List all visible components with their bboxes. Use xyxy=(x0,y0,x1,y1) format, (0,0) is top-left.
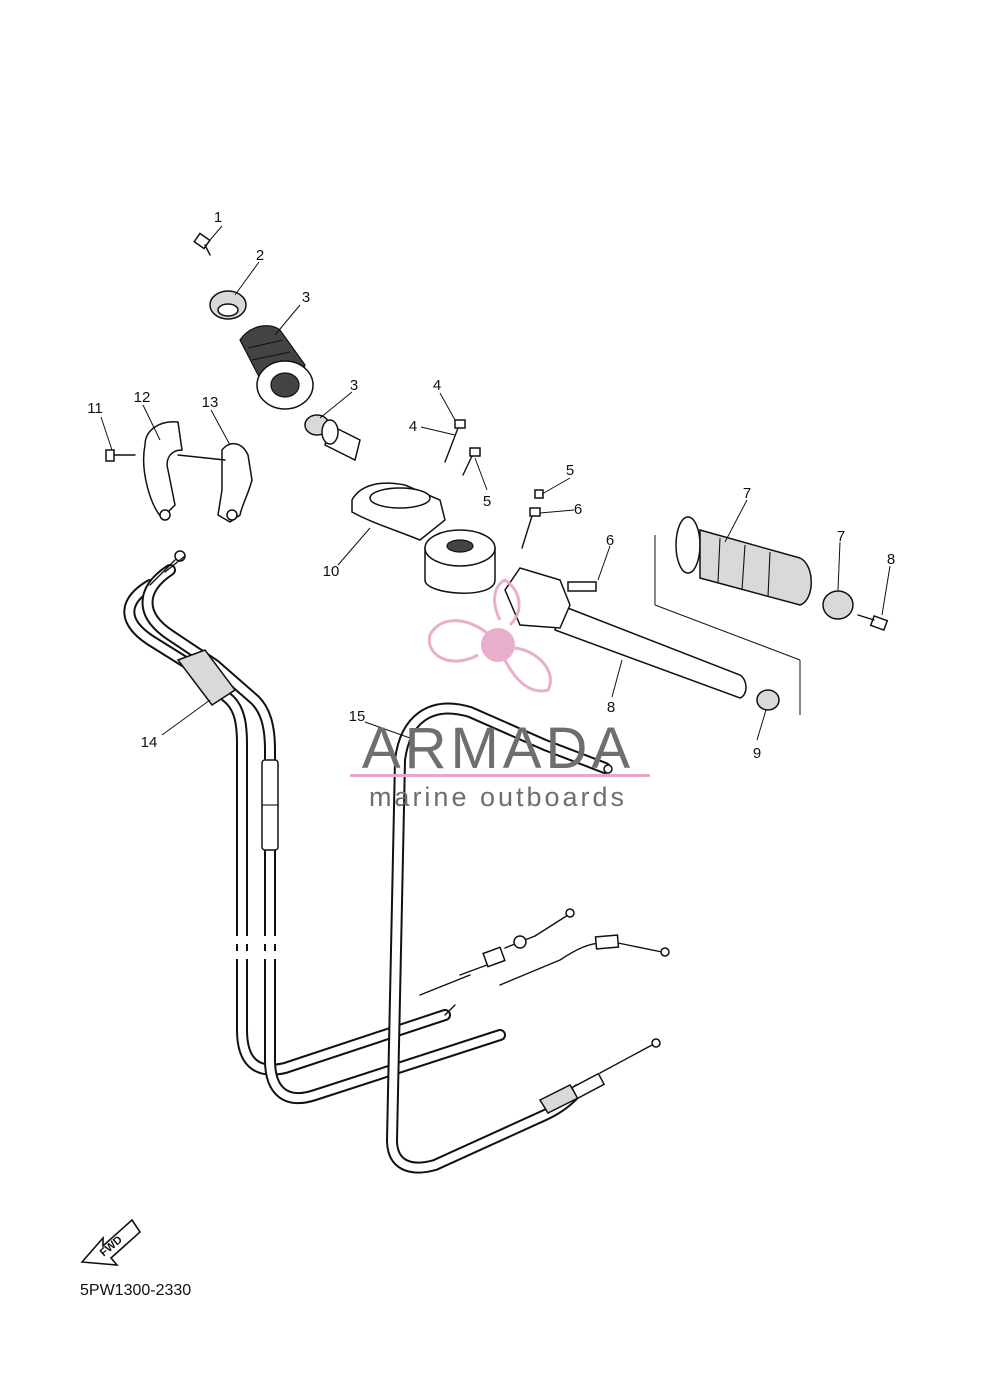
callout-11: 13 xyxy=(202,394,219,411)
propeller-blade xyxy=(493,578,521,627)
callout-10: 3 xyxy=(302,289,310,306)
callout-15: 15 xyxy=(349,708,366,725)
right-grip-assembly xyxy=(654,516,889,715)
propeller-hub xyxy=(481,628,515,662)
callout-7: 6 xyxy=(606,532,614,549)
callout-13: 11 xyxy=(87,400,103,417)
left-grip xyxy=(239,325,314,410)
left-handlebar xyxy=(321,419,481,541)
callout-3: 3 xyxy=(350,377,358,394)
armada-watermark: ARMADA marine outboards xyxy=(350,578,650,812)
callout-5: 8 xyxy=(887,551,895,568)
callout-6: 4 xyxy=(409,418,417,435)
callout-5: 1 xyxy=(214,209,222,226)
lever-holder-assembly xyxy=(105,421,253,523)
diagram-code: 5PW1300-2330 xyxy=(80,1282,191,1299)
leader-lines xyxy=(100,225,891,741)
cable-14-assembly xyxy=(123,550,670,1105)
callout-12: 12 xyxy=(134,389,151,406)
end-weight-left xyxy=(193,232,247,320)
propeller-logo-icon xyxy=(427,578,552,693)
callout-9: 7 xyxy=(743,485,751,502)
cable-15 xyxy=(386,702,661,1174)
callout-7: 5 xyxy=(483,493,491,510)
fwd-arrow-icon: FWD xyxy=(80,1218,142,1266)
callout-6: 6 xyxy=(574,501,582,518)
propeller-blade xyxy=(427,619,497,663)
propeller-blade xyxy=(503,646,552,693)
callout-8: 5 xyxy=(566,462,574,479)
part-callouts: 1 2 3 3 4 4 5 5 6 6 7 7 8 8 9 10 11 12 1… xyxy=(87,209,895,762)
callout-8: 4 xyxy=(433,377,441,394)
watermark-rule xyxy=(350,774,650,777)
right-handlebar xyxy=(504,489,747,699)
callout-3: 9 xyxy=(753,745,761,762)
callout-1: 8 xyxy=(607,699,615,716)
watermark-title: ARMADA xyxy=(362,716,634,781)
watermark-subtitle: marine outboards xyxy=(369,782,627,812)
callout-2: 10 xyxy=(323,563,340,580)
callout-4: 2 xyxy=(256,247,264,264)
callout-14: 14 xyxy=(141,734,158,751)
spacer-ring xyxy=(424,529,496,594)
callout-4: 7 xyxy=(837,528,845,545)
